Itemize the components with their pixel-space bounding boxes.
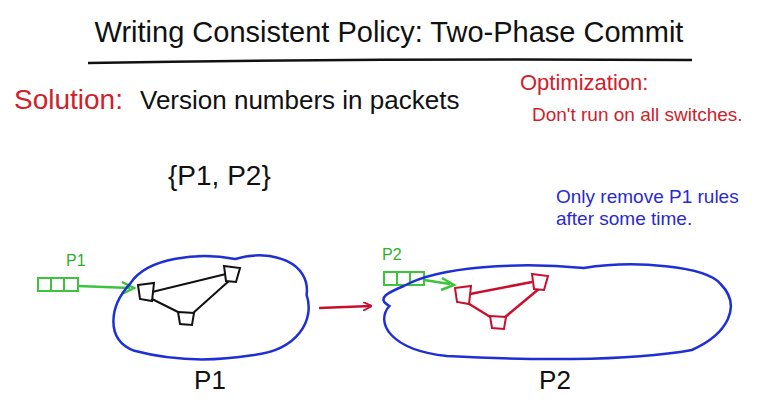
packet-p2 [384, 272, 454, 290]
switch-links-p1 [150, 274, 230, 314]
title-underline [88, 59, 692, 63]
switch-links-p2 [466, 282, 540, 318]
region-outline-path [383, 265, 730, 360]
optimization-text: Don't run on all switches. [532, 104, 743, 126]
region-outline [105, 250, 315, 362]
region-label: P1 [105, 366, 315, 396]
packet-label: P1 [66, 252, 86, 270]
network-region: P1 [105, 250, 315, 396]
network-region: P2 [375, 262, 735, 396]
region-label: P2 [375, 366, 735, 396]
packet-p1 [38, 278, 134, 294]
region-outline [375, 262, 735, 362]
note-text: Only remove P1 rules after some time. [556, 186, 771, 230]
policy-set: {P1, P2} [168, 160, 271, 192]
region-outline-path [113, 255, 308, 359]
transition-arrow [319, 306, 371, 308]
optimization-heading: Optimization: [520, 70, 648, 95]
switch-symbols-p1 [138, 266, 240, 325]
packet-label: P2 [382, 246, 402, 264]
title: Writing Consistent Policy: Two-Phase Com… [0, 16, 778, 49]
switch-symbols-p2 [455, 274, 548, 329]
solution-text: Version numbers in packets [140, 86, 459, 116]
solution-heading: Solution: [14, 84, 123, 116]
